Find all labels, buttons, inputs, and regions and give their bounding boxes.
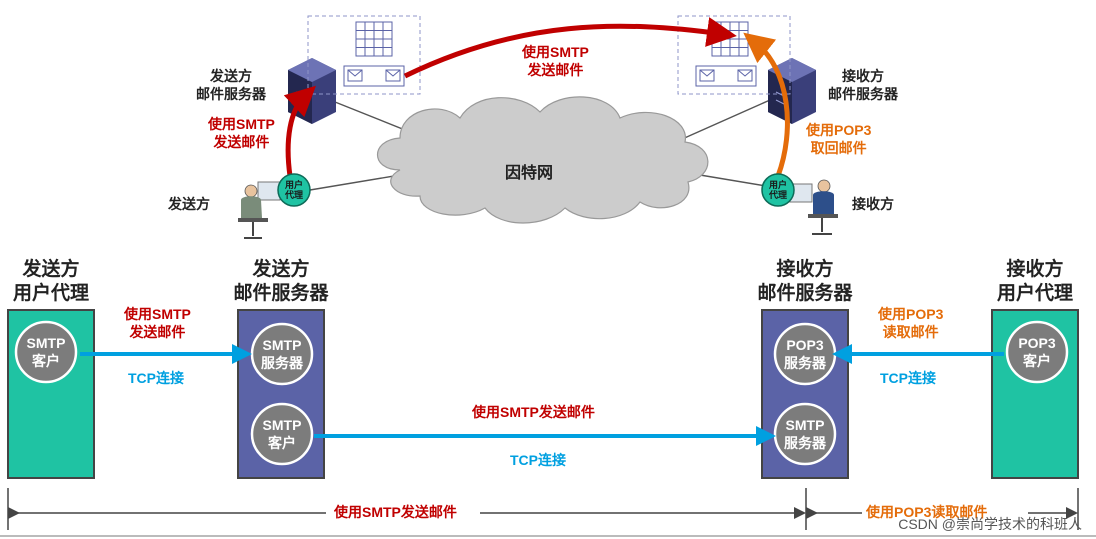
arrow2-tcp-label: TCP连接 — [510, 452, 566, 468]
sender-mailbox-panel — [307, 15, 421, 95]
col-sender-server-title: 发送方 邮件服务器 — [233, 259, 329, 304]
smtp-client-text: SMTP 客户 — [26, 335, 66, 370]
col-receiver-agent-title: 接收方 用户代理 — [996, 259, 1073, 304]
receiver-label: 接收方 — [852, 196, 894, 212]
col-sender-agent-title: 发送方 用户代理 — [12, 259, 89, 304]
sender-person-icon — [238, 181, 281, 239]
pop3-fetch-label: 使用POP3 取回邮件 — [806, 122, 872, 156]
message-queue-icon — [343, 65, 405, 87]
smtp-client-circle — [250, 402, 314, 466]
arrow1-label: 使用SMTP 发送邮件 — [124, 306, 191, 340]
internet-cloud — [376, 96, 709, 224]
mail-queue-grid-icon — [355, 21, 393, 57]
smtp-submit-arc-arrow — [283, 85, 316, 177]
sender-agent-badge-text: 用户 代理 — [284, 180, 303, 201]
arrow2-label: 使用SMTP发送邮件 — [472, 404, 595, 420]
arrow3-tcp-label: TCP连接 — [880, 370, 936, 386]
span-right — [806, 488, 1079, 530]
smtp-submit-label: 使用SMTP 发送邮件 — [208, 116, 275, 150]
sender-agent-badge — [277, 173, 311, 207]
span-right-label: 使用POP3读取邮件 — [866, 504, 988, 520]
mailbox-grid-icon — [711, 21, 749, 57]
receiver-agent-badge — [761, 173, 795, 207]
arrow3-label: 使用POP3 读取邮件 — [878, 306, 944, 340]
smtp-server-text: SMTP 服务器 — [261, 337, 303, 372]
smtp-send-arc-arrow — [403, 17, 737, 79]
smtp-send-label-top: 使用SMTP 发送邮件 — [522, 44, 589, 78]
smtp-client-text: SMTP 客户 — [262, 417, 302, 452]
sender-label: 发送方 — [168, 196, 210, 212]
smtp-server-circle — [250, 322, 314, 386]
receiver-agent-badge-text: 用户 代理 — [768, 180, 787, 201]
pop3-fetch-arc-arrow — [743, 32, 790, 177]
smtp-server-text: SMTP 服务器 — [784, 417, 826, 452]
arrow1-tcp-label: TCP连接 — [128, 370, 184, 386]
pop3-client-circle — [1005, 320, 1069, 384]
pop3-server-text: POP3 服务器 — [784, 337, 826, 372]
sender-server-label: 发送方 邮件服务器 — [196, 68, 266, 102]
footer-credit: CSDN @崇尚学技术的科班人 — [898, 516, 1082, 532]
message-queue-icon — [695, 65, 757, 87]
receiver-person-icon — [789, 179, 838, 235]
span-left-label: 使用SMTP发送邮件 — [334, 504, 457, 520]
col-receiver-server-title: 接收方 邮件服务器 — [757, 259, 853, 304]
smtp-client-circle — [14, 320, 78, 384]
cloud-label: 因特网 — [505, 165, 554, 182]
receiver-server-label: 接收方 邮件服务器 — [828, 68, 898, 102]
pop3-client-text: POP3 客户 — [1018, 335, 1056, 370]
